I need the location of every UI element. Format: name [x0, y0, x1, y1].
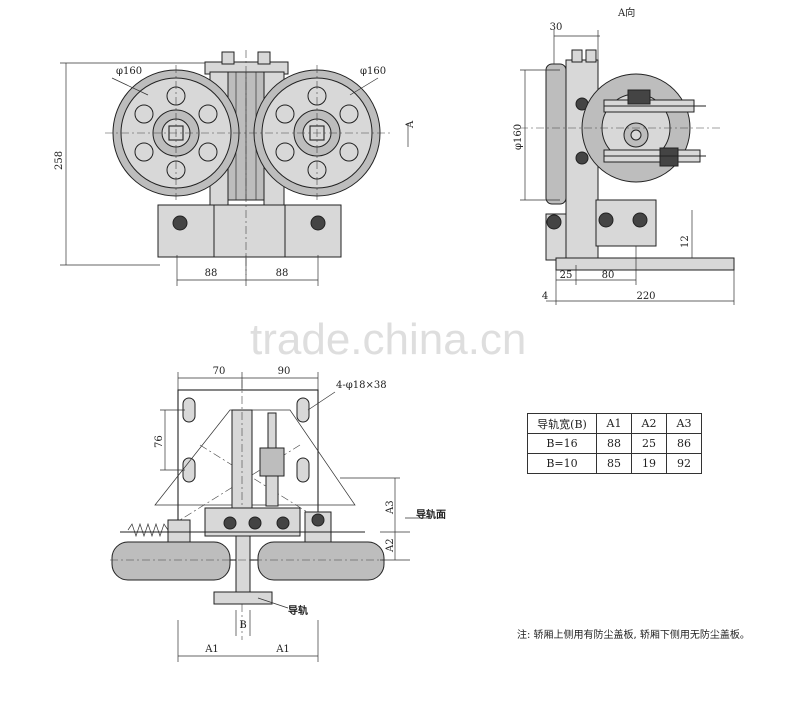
side-a: 25: [560, 270, 573, 281]
front-dia-right: φ160: [360, 66, 386, 77]
plan-a3: A3: [385, 500, 396, 515]
side-wheel-dia: φ160: [513, 124, 524, 150]
plan-guide-face: 导轨面: [416, 508, 446, 521]
table-cell: 19: [631, 453, 667, 474]
table-header: 导轨宽(B): [527, 413, 597, 434]
table-header: A2: [631, 413, 667, 434]
table-header: A1: [596, 413, 632, 434]
side-top: 30: [550, 22, 563, 33]
front-view: [60, 50, 409, 286]
side-c: 4: [542, 291, 548, 302]
note-text: 注: 轿厢上侧用有防尘盖板, 轿厢下侧用无防尘盖板。: [517, 630, 750, 641]
table-cell: 25: [631, 433, 667, 454]
spec-table: 导轨宽(B) A1 A2 A3 B=16 88 25 86 B=10 85 19…: [527, 413, 702, 474]
view-label: A向: [617, 6, 635, 19]
side-d: 220: [636, 291, 655, 302]
plan-a2: A2: [385, 538, 396, 553]
side-gap: 12: [680, 235, 691, 248]
table-cell: 85: [596, 453, 632, 474]
front-arrow-label: A: [405, 120, 416, 129]
front-height: 258: [54, 151, 65, 170]
plan-guide-rail: 导轨: [288, 604, 308, 617]
plan-b: B: [239, 620, 246, 631]
table-cell: 88: [596, 433, 632, 454]
plan-a1-right: A1: [275, 644, 290, 655]
plan-holes: 4-φ18×38: [336, 380, 387, 391]
table-header-row: 导轨宽(B) A1 A2 A3: [527, 413, 702, 434]
table-header: A3: [666, 413, 702, 434]
table-cell: B=10: [527, 453, 597, 474]
front-spacing-left: 88: [205, 268, 218, 279]
side-view: [520, 30, 735, 305]
table-row: B=10 85 19 92: [527, 453, 702, 474]
watermark: trade.china.cn: [250, 315, 526, 364]
table-row: B=16 88 25 86: [527, 433, 702, 454]
plan-a1-left: A1: [204, 644, 219, 655]
table-cell: 86: [666, 433, 702, 454]
table-cell: B=16: [527, 433, 597, 454]
plan-w1: 70: [213, 366, 226, 377]
plan-view: [110, 372, 430, 662]
plan-w2: 90: [278, 366, 291, 377]
plan-h: 76: [154, 435, 165, 448]
table-cell: 92: [666, 453, 702, 474]
front-spacing-right: 88: [276, 268, 289, 279]
front-dia-left: φ160: [116, 66, 142, 77]
side-b: 80: [602, 270, 615, 281]
